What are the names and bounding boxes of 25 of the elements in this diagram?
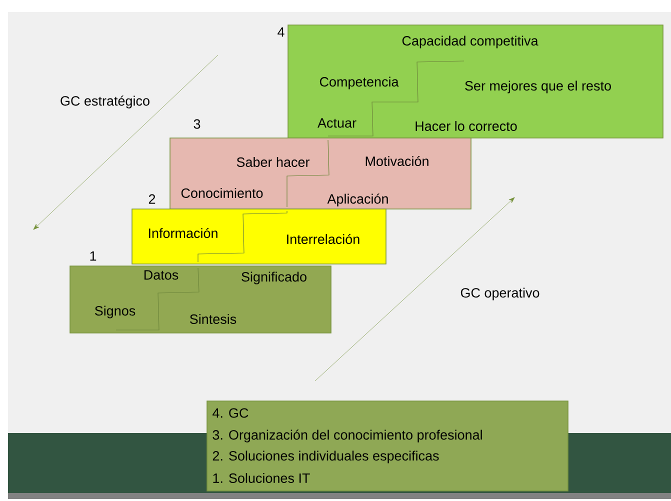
step-label: Capacidad competitiva (402, 36, 538, 48)
step-label: Aplicación (327, 194, 388, 206)
step-label: Saber hacer (236, 157, 310, 167)
level-number: 4 (278, 27, 284, 37)
axis-label: GC operativo (460, 288, 540, 300)
step-label: Actuar (318, 118, 356, 128)
step-label: 4. GC (212, 408, 248, 418)
step-label: Conocimiento (181, 188, 263, 198)
step-label: Signos (94, 306, 136, 318)
step-label: Información (148, 228, 218, 238)
step-label: 2. Soluciones individuales especificas (212, 450, 439, 464)
step-label: Motivación (366, 156, 428, 166)
level-number: 1 (90, 251, 96, 261)
level-number: 2 (148, 194, 156, 204)
step-label: Datos (144, 270, 178, 280)
step-label: Competencia (320, 76, 399, 90)
axis-label: GC estratégico (60, 96, 150, 108)
step-label: 1. Soluciones IT (213, 473, 310, 483)
level-number: 3 (194, 119, 200, 129)
step-label: Interrelación (287, 234, 360, 244)
step-label: Hacer lo correcto (416, 121, 517, 131)
step-label: Significado (242, 272, 306, 284)
step-label: Sintesis (190, 314, 236, 324)
step-label: Ser mejores que el resto (465, 80, 611, 94)
step-label: 3. Organización del conocimiento profesional (212, 430, 482, 442)
